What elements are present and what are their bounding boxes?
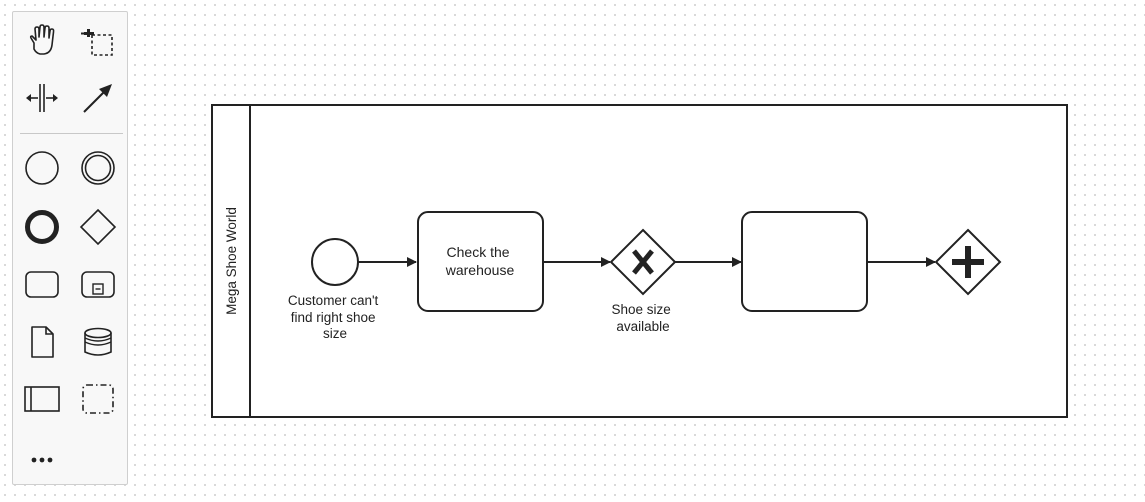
- hand-icon: [29, 24, 55, 55]
- create-end-event[interactable]: [20, 205, 64, 249]
- more-tools[interactable]: [20, 434, 64, 478]
- space-tool[interactable]: [20, 76, 64, 120]
- start-event-icon: [25, 151, 59, 185]
- task-check-warehouse-label: Check the warehouse: [445, 244, 515, 278]
- data-object-icon: [31, 326, 54, 358]
- gateway-label: Shoe size available: [611, 302, 674, 334]
- create-data-object[interactable]: [20, 320, 64, 364]
- global-connect-tool[interactable]: [76, 76, 120, 120]
- task-check-warehouse[interactable]: [417, 211, 544, 312]
- create-data-store[interactable]: [76, 320, 120, 364]
- create-subprocess[interactable]: [76, 262, 120, 306]
- lasso-tool[interactable]: [76, 19, 120, 63]
- task-icon: [25, 271, 59, 298]
- more-icon: [31, 457, 53, 463]
- task-empty[interactable]: [741, 211, 868, 312]
- create-task[interactable]: [20, 262, 64, 306]
- create-start-event[interactable]: [20, 146, 64, 190]
- end-event-icon: [25, 210, 59, 244]
- data-store-icon: [84, 327, 112, 356]
- arrow-icon: [83, 84, 112, 113]
- pool-label: Mega Shoe World: [224, 207, 239, 315]
- hand-tool[interactable]: [20, 19, 64, 63]
- create-gateway[interactable]: [76, 205, 120, 249]
- subprocess-icon: [81, 271, 115, 298]
- parallel-gateway[interactable]: [934, 228, 1002, 296]
- space-icon: [26, 84, 58, 112]
- gateway-icon: [79, 208, 117, 246]
- intermediate-event-icon: [81, 151, 115, 185]
- lasso-icon: [81, 29, 113, 56]
- create-intermediate-event[interactable]: [76, 146, 120, 190]
- create-pool[interactable]: [20, 377, 64, 421]
- start-event-label: Customer can't find right shoe size: [288, 293, 382, 341]
- exclusive-gateway[interactable]: [609, 228, 677, 296]
- x-marker-icon: [632, 249, 654, 275]
- pool-icon: [24, 386, 60, 412]
- palette-separator: [20, 133, 123, 134]
- tool-palette: [12, 11, 128, 485]
- plus-marker-icon: [952, 246, 984, 278]
- start-event[interactable]: [311, 238, 359, 286]
